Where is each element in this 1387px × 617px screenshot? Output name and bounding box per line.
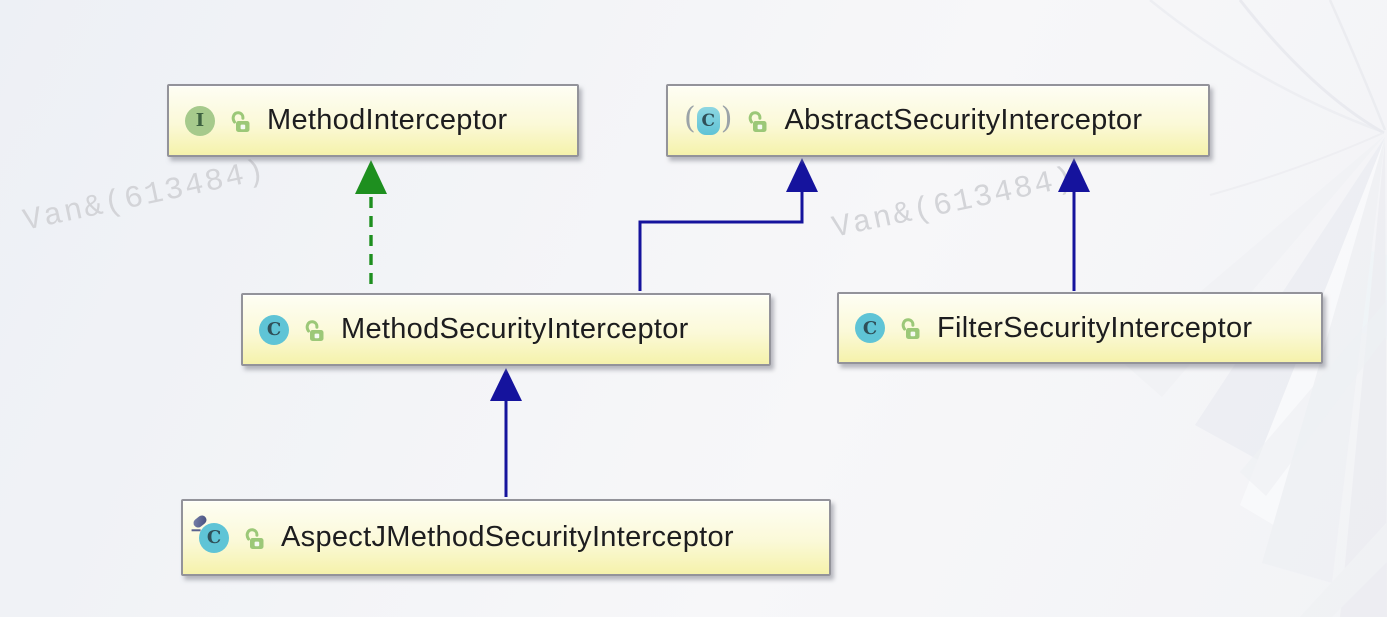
abstract-class-icon: ( C ) (684, 100, 733, 136)
interface-icon: I (185, 105, 215, 136)
public-lock-icon (245, 527, 264, 549)
node-label: AspectJMethodSecurityInterceptor (281, 521, 734, 553)
node-methodinterceptor[interactable]: I MethodInterceptor (167, 84, 579, 157)
public-lock-icon (749, 110, 767, 132)
class-icon: C (259, 314, 289, 345)
node-label: MethodSecurityInterceptor (341, 313, 689, 345)
edge-implements-methodsecurityinterceptor-to-methodinterceptor[interactable] (355, 160, 387, 291)
node-methodsecurityinterceptor[interactable]: C MethodSecurityInterceptor (241, 293, 771, 366)
node-abstractsecurityinterceptor[interactable]: ( C ) AbstractSecurityInterceptor (666, 84, 1210, 157)
edge-extends-aspectjmethodsecurityinterceptor-to-methodsecurityinterceptor[interactable] (490, 368, 522, 497)
edge-extends-methodsecurityinterceptor-to-abstractsecurityinterceptor[interactable] (638, 158, 818, 291)
public-lock-icon (901, 318, 920, 339)
class-pin-icon: C (191, 513, 229, 553)
node-label: MethodInterceptor (267, 104, 508, 136)
public-lock-icon (305, 319, 324, 341)
node-filtersecurityinterceptor[interactable]: C FilterSecurityInterceptor (837, 292, 1323, 364)
class-icon: C (855, 313, 885, 343)
edge-extends-filtersecurityinterceptor-to-abstractsecurityinterceptor[interactable] (1058, 158, 1090, 291)
public-lock-icon (231, 110, 250, 132)
pin-icon (191, 513, 209, 529)
node-label: FilterSecurityInterceptor (937, 311, 1253, 344)
node-aspectjmethodsecurityinterceptor[interactable]: C AspectJMethodSecurityInterceptor (181, 499, 831, 576)
node-label: AbstractSecurityInterceptor (784, 104, 1143, 136)
